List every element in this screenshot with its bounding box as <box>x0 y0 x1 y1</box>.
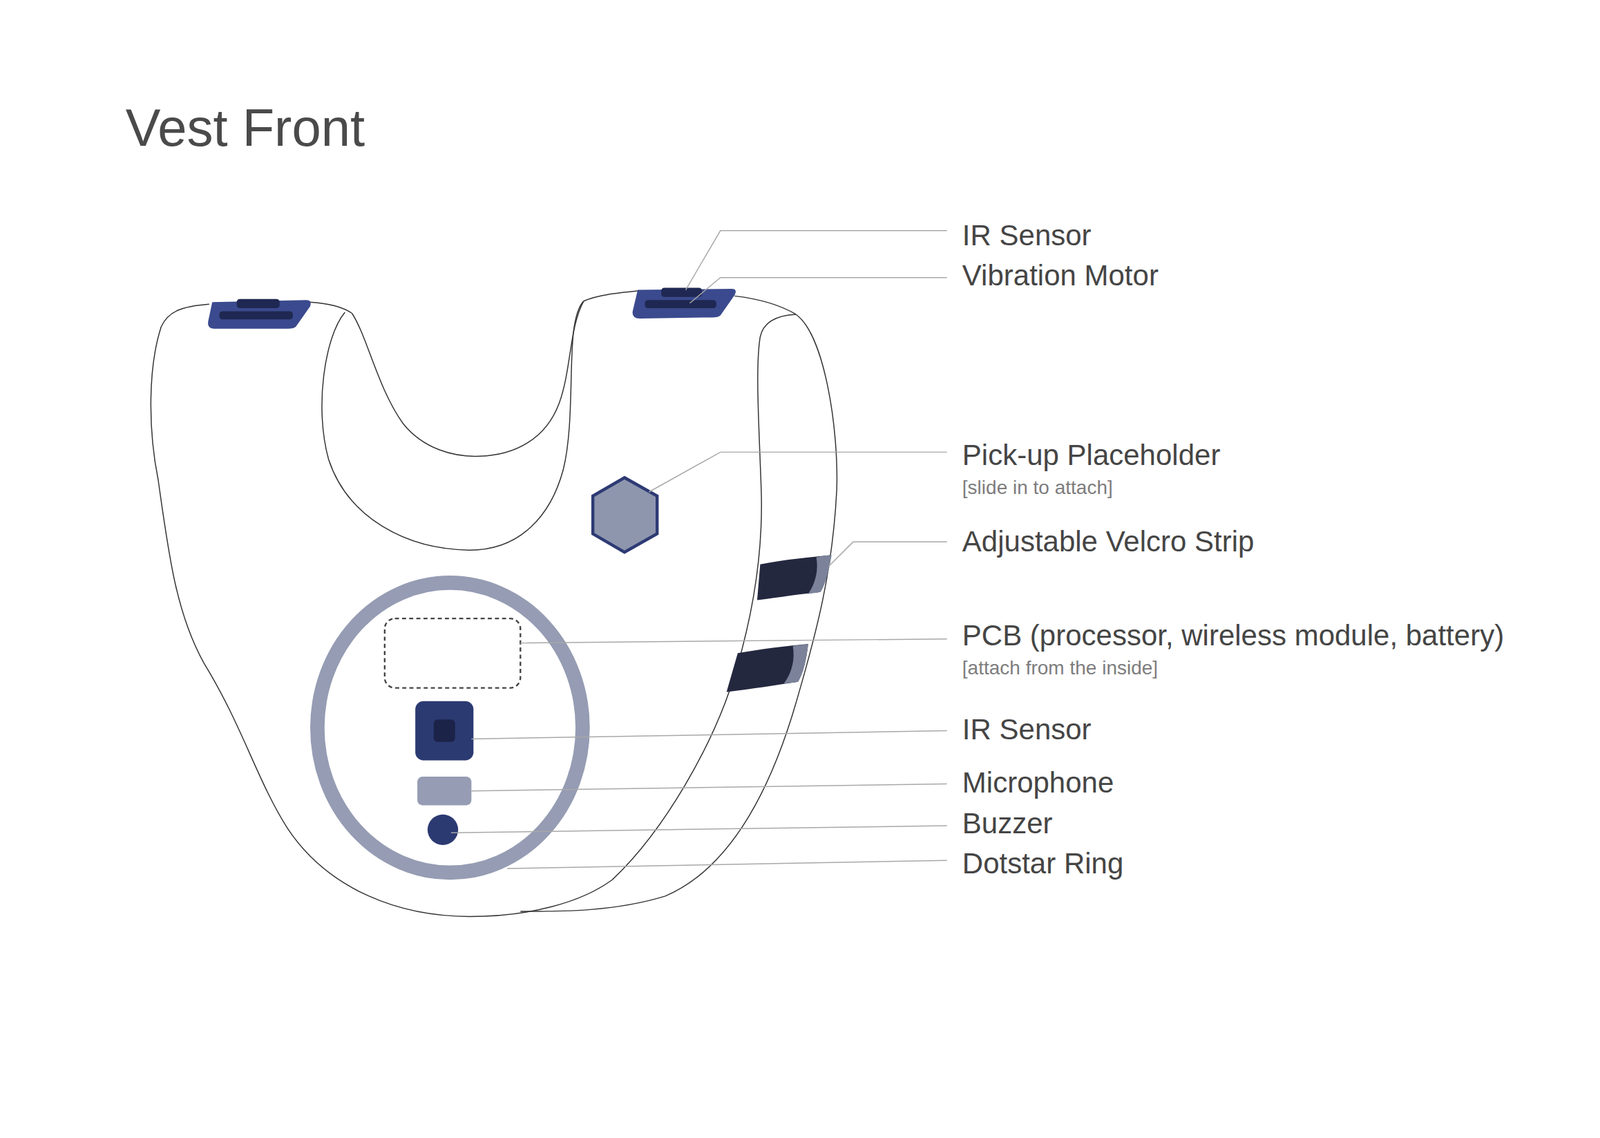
left-strap-top <box>309 301 353 313</box>
part-label: IR Sensor <box>962 218 1092 253</box>
diagram-title: Vest Front <box>125 98 365 157</box>
part-label: Vibration Motor <box>962 259 1159 293</box>
leader-line <box>471 783 947 791</box>
leader-line <box>520 639 947 644</box>
back-neckline <box>352 301 584 457</box>
vest-outline <box>150 290 837 917</box>
leader-line <box>686 230 948 291</box>
leader-line <box>451 825 948 833</box>
note-label: [attach from the inside] <box>962 656 1158 680</box>
leader-line <box>471 730 947 740</box>
right-strap-top <box>583 290 638 302</box>
part-label: Buzzer <box>962 806 1053 841</box>
right-strap-top <box>734 295 796 315</box>
vest-front-outline <box>150 303 796 917</box>
part-label: PCB (processor, wireless module, battery… <box>962 618 1504 653</box>
part-label: IR Sensor <box>962 712 1092 747</box>
left-shoulder-sensor <box>207 299 311 329</box>
ir-sensor-lens <box>433 719 456 742</box>
part-label: Dotstar Ring <box>962 846 1124 880</box>
leader-line <box>507 860 948 869</box>
part-label: Pick-up Placeholder <box>962 438 1221 472</box>
dotstar-ring <box>317 582 583 872</box>
ir-sensor-body <box>415 701 474 761</box>
front-neckline <box>321 301 584 550</box>
part-label: Microphone <box>962 766 1114 800</box>
microphone-symbol <box>417 776 472 805</box>
vest-side-outline <box>520 314 837 912</box>
right-shoulder-sensor <box>632 288 736 319</box>
velcro-strips <box>726 555 832 693</box>
pcb-outline <box>384 618 521 688</box>
part-label: Adjustable Velcro Strip <box>962 525 1255 559</box>
buzzer-symbol <box>427 814 459 845</box>
leader-lines <box>451 230 948 869</box>
leader-line <box>689 277 947 304</box>
pickup-hexagon <box>592 477 657 552</box>
note-label: [slide in to attach] <box>962 476 1113 499</box>
leader-line <box>648 451 947 492</box>
leader-line <box>828 541 947 566</box>
